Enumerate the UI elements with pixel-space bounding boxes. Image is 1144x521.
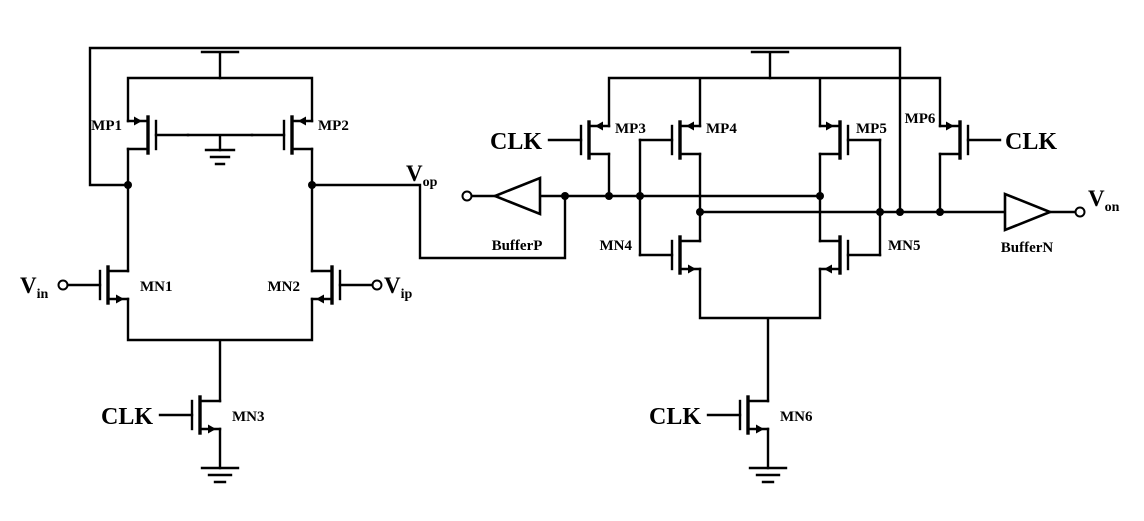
transistor-mn3 <box>158 395 222 435</box>
junction-dot <box>696 208 704 216</box>
vop-terminal <box>461 190 473 202</box>
vdd-symbol-preamp <box>200 50 240 80</box>
label-mn3: MN3 <box>232 409 265 425</box>
transistor-mn2 <box>310 265 374 305</box>
transistor-mn5 <box>818 235 882 275</box>
label-mn6: MN6 <box>780 409 813 425</box>
junction-dot <box>308 181 316 189</box>
label-mp4: MP4 <box>706 121 737 137</box>
label-mn5: MN5 <box>888 238 921 254</box>
transistor-mp6 <box>938 120 1002 160</box>
junction-dot <box>876 208 884 216</box>
label-mp1: MP1 <box>91 118 122 134</box>
label-mn1: MN1 <box>140 279 173 295</box>
buffer-p-label: BufferP <box>492 238 543 254</box>
vin-terminal <box>57 279 69 291</box>
vip-label: Vip <box>384 273 413 302</box>
label-mn2: MN2 <box>268 279 301 295</box>
junction-dot <box>561 192 569 200</box>
transistor-mp2 <box>250 115 314 155</box>
buffer-n-triangle <box>1003 192 1054 232</box>
vin-label: Vin <box>20 273 49 302</box>
transistor-mn1 <box>66 265 130 305</box>
label-mp6: MP6 <box>905 111 936 127</box>
transistor-mn4 <box>638 235 702 275</box>
buffer-p-triangle <box>491 176 542 216</box>
junction-dot <box>896 208 904 216</box>
transistor-mn6 <box>706 395 770 435</box>
junction-dot <box>936 208 944 216</box>
junction-dot <box>605 192 613 200</box>
ground-symbol-mirror-gates <box>204 148 236 166</box>
junction-dot <box>636 192 644 200</box>
clk-label-mn6: CLK <box>649 404 701 430</box>
von-terminal <box>1074 206 1086 218</box>
junction-dots <box>124 181 944 216</box>
label-mp5: MP5 <box>856 121 887 137</box>
buffer-n-label: BufferN <box>1001 240 1054 256</box>
vip-terminal <box>371 279 383 291</box>
ground-symbol-mn6 <box>748 466 788 484</box>
clk-label-mp6: CLK <box>1005 129 1057 155</box>
clk-label-mp3: CLK <box>490 129 542 155</box>
transistor-mp5 <box>818 120 882 160</box>
label-mp2: MP2 <box>318 118 349 134</box>
label-mn4: MN4 <box>600 238 633 254</box>
ground-symbol-mn3 <box>200 466 240 484</box>
junction-dot <box>124 181 132 189</box>
clk-label-mn3: CLK <box>101 404 153 430</box>
vdd-symbol-latch <box>750 50 790 80</box>
transistor-mp4 <box>638 120 702 160</box>
junction-dot <box>816 192 824 200</box>
transistor-mp1 <box>126 115 190 155</box>
vop-label: Vop <box>406 161 438 190</box>
von-label: Von <box>1088 186 1120 215</box>
label-mp3: MP3 <box>615 121 646 137</box>
transistor-mp3 <box>547 120 611 160</box>
